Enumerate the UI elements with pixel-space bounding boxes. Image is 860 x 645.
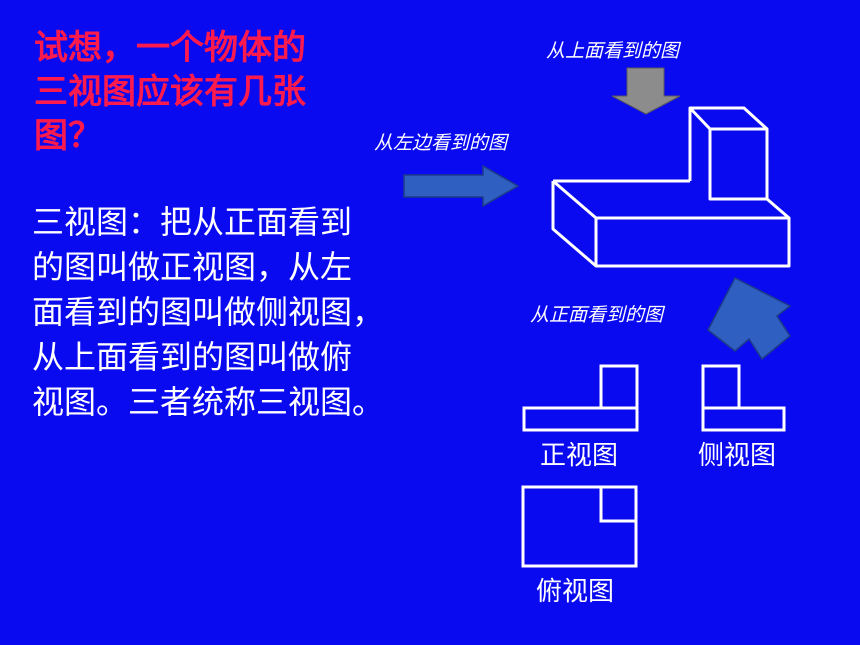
- question-line-2: 三视图应该有几张: [34, 72, 306, 112]
- l-shaped-solid: [551, 106, 791, 268]
- answer-line-1: 三视图：把从正面看到: [32, 203, 353, 241]
- top-view-direction-label: 从上面看到的图: [546, 40, 680, 62]
- top-view-caption: 俯视图: [536, 577, 615, 607]
- right-arrow-icon: [403, 164, 520, 208]
- answer-line-2: 的图叫做正视图，从左: [32, 248, 353, 286]
- question-line-1: 试想，一个物体的: [34, 28, 306, 68]
- diagonal-arrow-icon: [707, 276, 792, 361]
- left-view-direction-label: 从左边看到的图: [374, 132, 508, 154]
- answer-line-4: 从上面看到的图叫做俯: [32, 338, 353, 376]
- question-line-3: 图？: [34, 116, 102, 156]
- question-text: 试想，一个物体的 三视图应该有几张 图？: [34, 26, 354, 158]
- answer-line-5: 视图。三者统称三视图。: [32, 383, 385, 421]
- top-view-drawing: [521, 485, 638, 568]
- side-view-drawing: [701, 364, 786, 432]
- front-view-caption: 正视图: [540, 441, 619, 471]
- answer-text: 三视图：把从正面看到 的图叫做正视图，从左 面看到的图叫做侧视图， 从上面看到的…: [32, 200, 462, 425]
- down-arrow-icon: [611, 67, 681, 115]
- front-view-direction-label: 从正面看到的图: [530, 304, 664, 326]
- front-view-drawing: [522, 364, 639, 432]
- answer-line-3: 面看到的图叫做侧视图，: [32, 293, 385, 331]
- side-view-caption: 侧视图: [698, 441, 777, 471]
